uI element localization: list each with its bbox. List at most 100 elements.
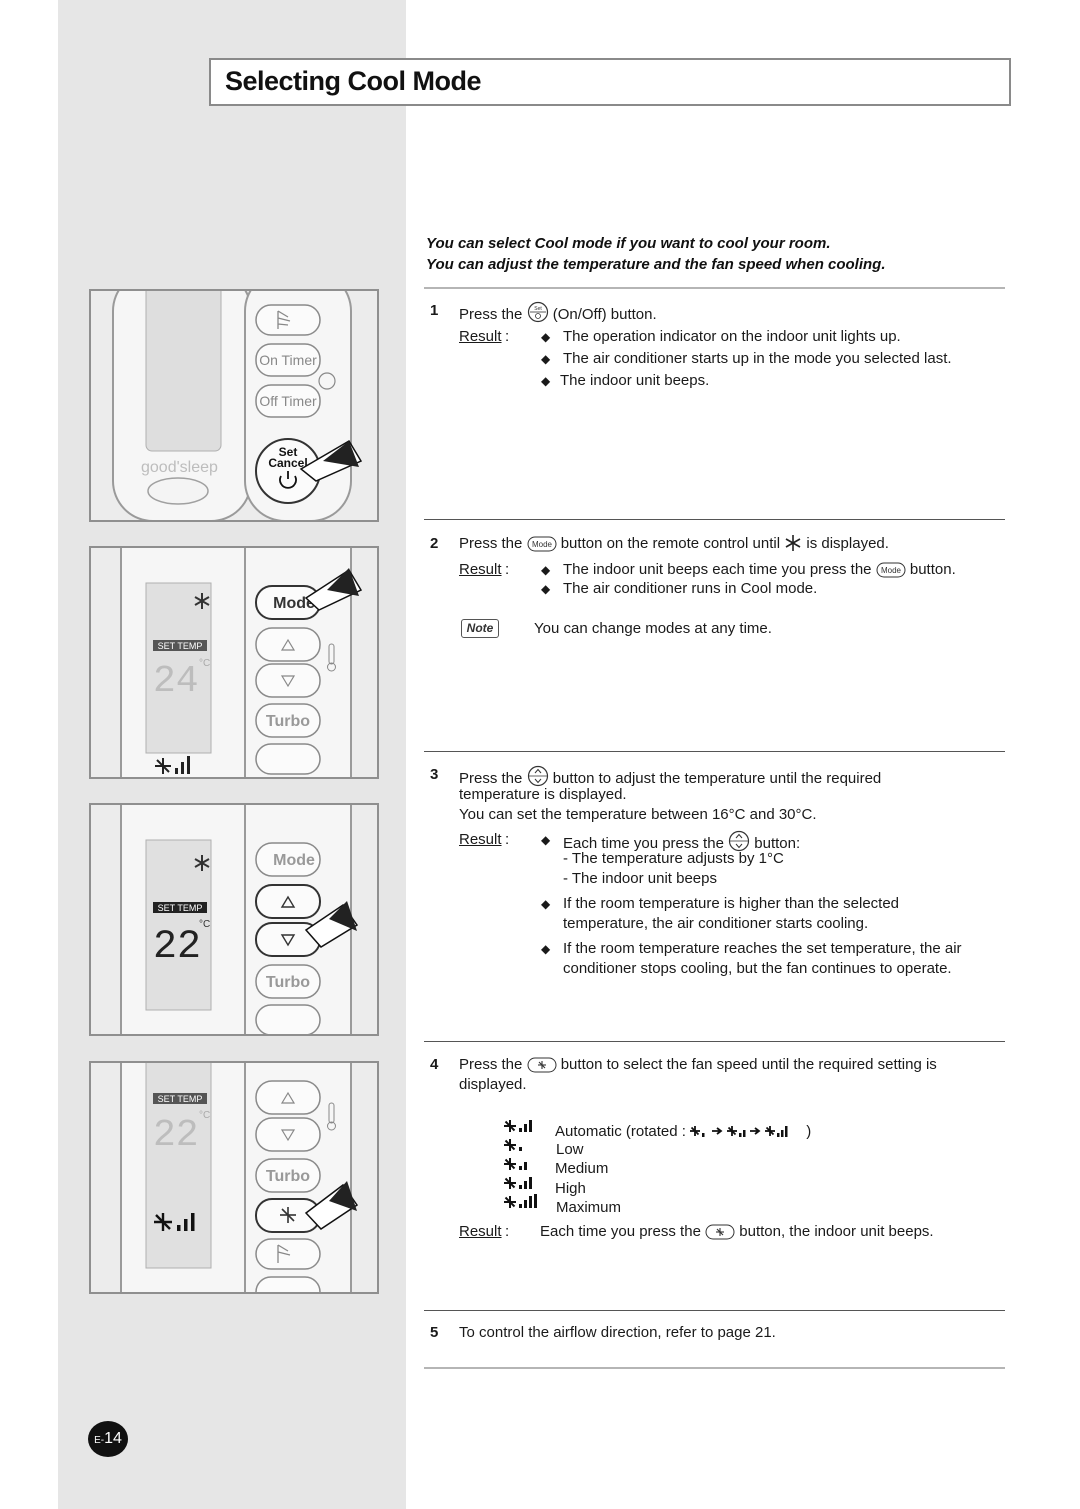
brand-logo: good'sleep	[141, 459, 218, 476]
step3-result-2a: If the room temperature is higher than t…	[563, 895, 900, 912]
set-temp-label: SET TEMP	[158, 903, 203, 913]
set-temp-label: SET TEMP	[158, 641, 203, 651]
title-box: Selecting Cool Mode	[209, 58, 1011, 106]
mode-button-label: Mode	[273, 852, 315, 869]
fan-maximum-label: Maximum	[556, 1199, 622, 1216]
turbo-button-label: Turbo	[266, 974, 310, 991]
temperature-button-icon	[527, 765, 548, 787]
mode-button-icon: Mode	[876, 562, 906, 578]
page-number: E-14	[88, 1421, 128, 1457]
step-number: 3	[430, 766, 439, 783]
fan-maximum-icon	[504, 1194, 537, 1209]
step-number: 2	[430, 535, 439, 552]
step3-result-1-post: button:	[754, 835, 801, 852]
step3-result-2b: temperature, the air conditioner starts …	[563, 915, 869, 932]
bullet-icon: ◆	[541, 374, 551, 388]
remote-illustration-fan: SET TEMP 22 °C Turbo	[89, 1061, 379, 1294]
step4-line-2: displayed.	[459, 1076, 527, 1093]
divider	[424, 1367, 1005, 1369]
bullet-icon: ◆	[541, 833, 551, 847]
remote-illustration-mode: SET TEMP 24 °C Mode Turbo	[89, 546, 379, 779]
colon: :	[505, 561, 510, 578]
step3-sub-2: - The indoor unit beeps	[563, 870, 717, 887]
step1-pre: Press the	[459, 306, 523, 323]
step5-text: To control the airflow direction, refer …	[459, 1324, 776, 1341]
fan-auto-label: Automatic (rotated :	[555, 1123, 686, 1140]
celsius-label: °C	[199, 658, 210, 669]
fan-medium-icon	[504, 1157, 527, 1171]
temperature-display: 24	[153, 660, 199, 703]
step2-pre: Press the	[459, 535, 523, 552]
fan-low-label: Low	[556, 1141, 584, 1158]
step3-result-3a: If the room temperature reaches the set …	[563, 940, 962, 957]
bullet-icon: ◆	[541, 942, 551, 956]
set-temp-label: SET TEMP	[158, 1094, 203, 1104]
on-timer-label: On Timer	[259, 352, 317, 368]
bullet-icon: ◆	[541, 330, 551, 344]
mode-button-label: Mode	[273, 595, 315, 612]
divider	[424, 287, 1005, 289]
turbo-button-label: Turbo	[266, 713, 310, 730]
mode-label: Mode	[881, 566, 902, 575]
step4-result: Each time you press the button, the indo…	[540, 1222, 934, 1241]
result-label: Result	[459, 831, 502, 848]
bullet-icon: ◆	[541, 563, 551, 577]
set-button-label: Set	[279, 445, 298, 459]
colon: :	[505, 1223, 510, 1240]
result-label: Result	[459, 561, 502, 578]
cancel-button-label: Cancel	[268, 456, 307, 470]
fan-auto-row: Automatic (rotated : )	[555, 1122, 811, 1141]
step4-post: button to select the fan speed until the…	[560, 1056, 937, 1073]
fan-medium-label: Medium	[555, 1160, 609, 1177]
celsius-label: °C	[199, 1110, 210, 1121]
step3-line-3: You can set the temperature between 16°C…	[459, 806, 817, 823]
step3-sub-1: - The temperature adjusts by 1°C	[563, 850, 784, 867]
remote-illustration-temperature: SET TEMP 22 °C Mode Turbo	[89, 803, 379, 1036]
page-title: Selecting Cool Mode	[225, 66, 482, 96]
set-label: Set	[534, 306, 542, 312]
step2-result-1-pre: The indoor unit beeps each time you pres…	[563, 561, 872, 578]
colon: :	[505, 831, 510, 848]
mode-button-icon: Mode	[527, 536, 557, 552]
divider	[424, 751, 1005, 752]
fan-rotation-sequence-icon	[690, 1126, 788, 1137]
snowflake-icon	[785, 535, 801, 551]
step3-pre: Press the	[459, 770, 523, 787]
step1-result-1: The operation indicator on the indoor un…	[563, 328, 901, 345]
mode-label: Mode	[532, 540, 553, 549]
step3-post: button to adjust the temperature until t…	[552, 770, 882, 787]
colon: :	[505, 328, 510, 345]
page-prefix: E-	[94, 1435, 105, 1446]
step4-result-pre: Each time you press the	[540, 1223, 701, 1240]
step1-post: (On/Off) button.	[552, 306, 657, 323]
step2-note: You can change modes at any time.	[534, 620, 772, 637]
step1-instruction: Press the Set (On/Off) button.	[459, 301, 657, 324]
remote-illustration-power: good'sleep On Timer Off Timer Set Cancel	[89, 289, 379, 522]
divider	[424, 1041, 1005, 1042]
result-label: Result	[459, 328, 502, 345]
step1-result-3: The indoor unit beeps.	[560, 372, 710, 389]
step3-result-1: Each time you press the button:	[563, 830, 800, 853]
fan-low-icon	[504, 1138, 522, 1152]
step-number: 5	[430, 1324, 439, 1341]
fan-auto-close: )	[806, 1123, 812, 1140]
divider	[424, 519, 1005, 520]
intro-line-2: You can adjust the temperature and the f…	[426, 256, 886, 273]
step-number: 4	[430, 1056, 439, 1073]
celsius-label: °C	[199, 919, 210, 930]
power-button-icon: Set	[527, 301, 548, 323]
step2-mid: button on the remote control until	[560, 535, 781, 552]
step4-pre: Press the	[459, 1056, 523, 1073]
step2-result-2: The air conditioner runs in Cool mode.	[563, 580, 818, 597]
step1-result-2: The air conditioner starts up in the mod…	[563, 350, 952, 367]
step4-result-post: button, the indoor unit beeps.	[739, 1223, 934, 1240]
fan-auto-icon	[504, 1119, 532, 1133]
temperature-button-icon	[728, 830, 750, 852]
bullet-icon: ◆	[541, 897, 551, 911]
divider	[424, 1310, 1005, 1311]
note-label: Note	[461, 619, 499, 638]
step2-result-1: The indoor unit beeps each time you pres…	[563, 560, 956, 579]
bullet-icon: ◆	[541, 352, 551, 366]
step2-post: is displayed.	[806, 535, 889, 552]
step3-result-3b: conditioner stops cooling, but the fan c…	[563, 960, 952, 977]
